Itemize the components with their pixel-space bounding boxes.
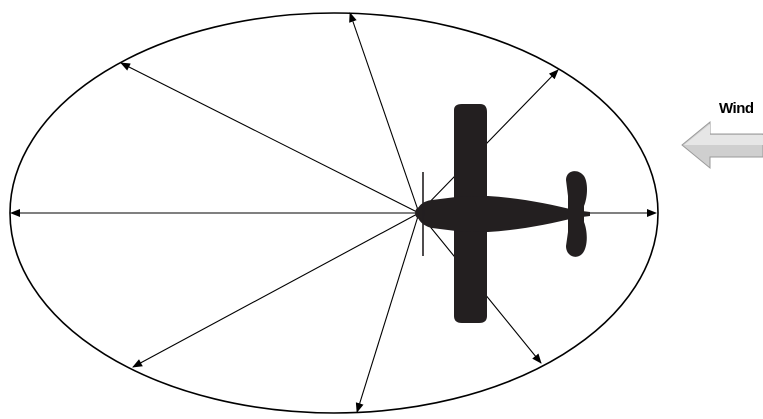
- wind-indicator: Wind: [682, 100, 763, 168]
- arrow-upper-left: [121, 63, 419, 213]
- wind-label: Wind: [719, 100, 754, 117]
- arrow-down: [357, 213, 419, 412]
- arrow-lower-left: [133, 213, 419, 367]
- arrow-upper-right: [419, 70, 558, 213]
- airplane-top-view-icon: [415, 104, 590, 323]
